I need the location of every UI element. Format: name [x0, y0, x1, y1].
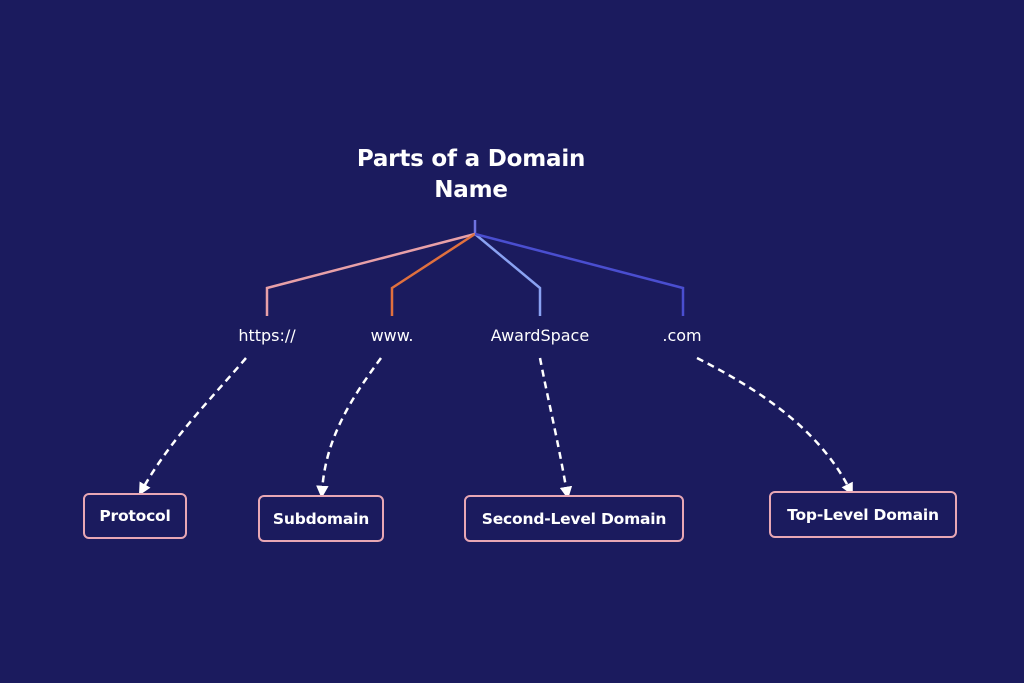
connector-protocol	[265, 232, 476, 316]
arrow-top-level	[696, 356, 853, 496]
connector-subdomain	[390, 232, 476, 316]
label-protocol: Protocol	[83, 493, 187, 539]
part-top-level: .com	[662, 326, 702, 345]
arrow-protocol	[138, 357, 247, 496]
arrow-subdomain	[316, 357, 383, 499]
label-second-level: Second-Level Domain	[464, 495, 684, 542]
part-subdomain: www.	[370, 326, 414, 345]
part-protocol: https://	[238, 326, 296, 345]
title-line-1: Parts of a Domain	[356, 146, 586, 172]
diagram-title: Parts of a Domain Name	[331, 144, 611, 206]
connector-top-level	[474, 232, 685, 316]
label-subdomain: Subdomain	[258, 495, 384, 542]
connector-second-level	[474, 233, 542, 316]
label-top-level: Top-Level Domain	[769, 491, 957, 538]
part-second-level: AwardSpace	[490, 326, 590, 345]
arrow-second-level	[538, 357, 573, 500]
title-line-2: Name	[434, 177, 508, 203]
